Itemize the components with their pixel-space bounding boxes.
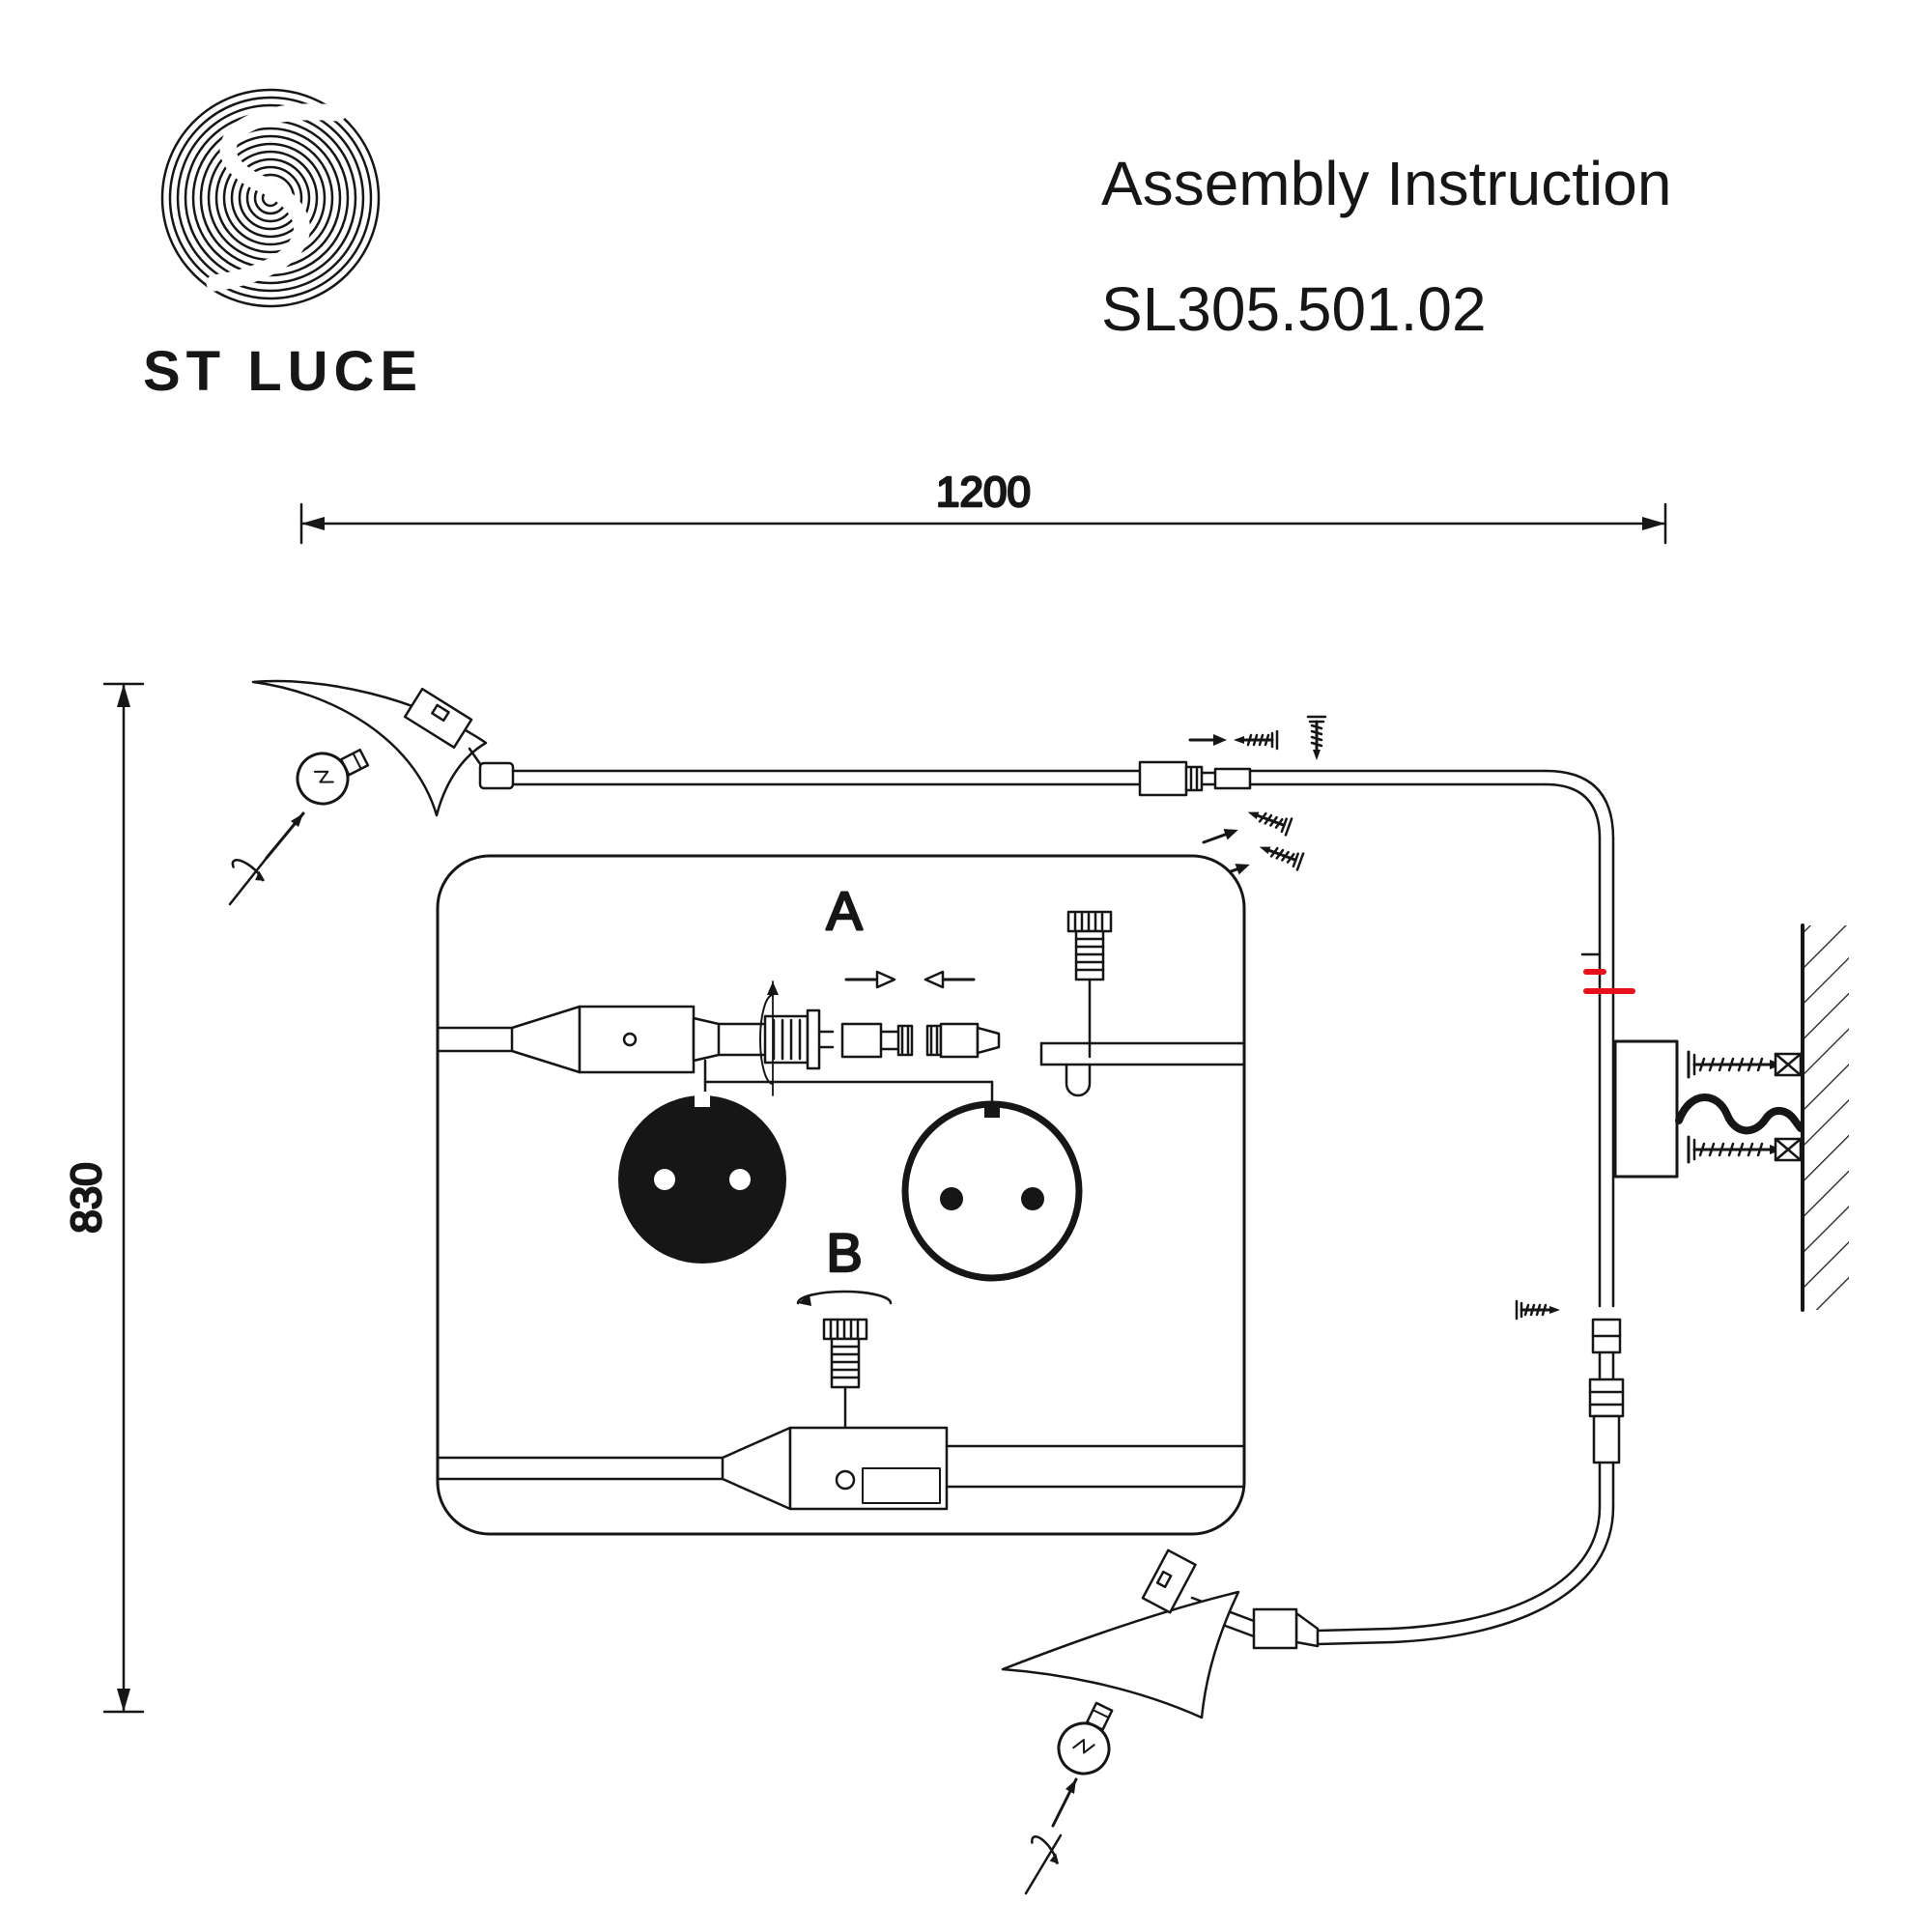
detail-arm-bottom [438,1426,1244,1511]
wall-anchor-icon [1774,1052,1803,1077]
step-a-label: A [826,880,863,941]
width-dimension-label: 1200 [936,469,1031,516]
step-b-label: B [826,1222,862,1283]
arm-connector [1252,1607,1298,1650]
lower-lamp-shade [1001,1590,1240,1719]
power-cable [1675,1094,1804,1135]
wall-mount-plate [1613,1039,1679,1179]
connector-female [925,1022,1001,1059]
upper-lamp [228,679,515,906]
connector-male [840,1022,914,1059]
upper-bulb-rotation-arrow [229,853,269,890]
detail-arm-right [1039,1041,1244,1097]
insert-arrow-right [844,970,896,989]
mount-screw-icon [1687,1050,1784,1079]
socket-face-outline-icon [901,1100,1083,1282]
lower-shade-socket [1141,1548,1197,1614]
height-dimension-label: 830 [63,1162,110,1233]
upper-lamp-shade [251,679,488,817]
socket-face-filled-icon [618,1092,786,1264]
detail-box: A [436,854,1246,1536]
mount-screw-icon [1687,1135,1784,1164]
connector-screw-icon [1232,729,1279,751]
threaded-coupler [763,1014,810,1065]
connector-insert-arrow [1200,822,1242,850]
upper-screw-axis [228,846,276,906]
connector-screw-icon [1243,802,1293,837]
lower-bulb-insert-arrow [1051,1777,1078,1828]
coupler-rotation-arrow [759,980,779,1096]
lower-bulb-rotation-arrow [1028,1831,1064,1871]
assembly-title: Assembly Instruction [1101,149,1671,218]
tube-coupler [1588,1378,1625,1418]
upper-shade-socket [403,687,473,750]
upper-arm-joint [478,761,515,790]
lower-lamp [1001,1548,1240,1895]
wall-anchor-icon [1774,1137,1803,1162]
model-number: SL305.501.02 [1101,274,1487,344]
lower-screw-axis [1024,1833,1063,1895]
brand-text: ST LUCE [143,340,423,403]
detail-arm-left [438,980,835,1096]
connector-screw-icon [1255,837,1305,871]
upper-arm [511,715,1615,885]
width-dimension: 1200 [299,468,1667,545]
height-dimension: 830 [62,682,145,1714]
lower-arm [1184,1299,1625,1650]
wire-hook [1065,1063,1092,1097]
knob-rotation-arrow [796,1290,893,1306]
st-luce-logo: ST LUCE [143,88,423,403]
upper-bulb-icon [287,733,378,814]
arm-cone [1294,1611,1320,1648]
tube-screw-icon [1515,1299,1562,1321]
lower-bulb-icon [1048,1693,1128,1784]
wall-mount [1580,837,1849,1312]
logo-s-cut [206,103,347,292]
upper-arm-connector [1138,760,1252,797]
wall-hatch [1803,925,1849,1310]
arm-lock-screw-icon [1306,715,1327,762]
connector-insert-arrow [1188,732,1229,748]
insert-arrow-left [923,970,976,989]
title-block: Assembly Instruction SL305.501.02 [1101,149,1671,344]
